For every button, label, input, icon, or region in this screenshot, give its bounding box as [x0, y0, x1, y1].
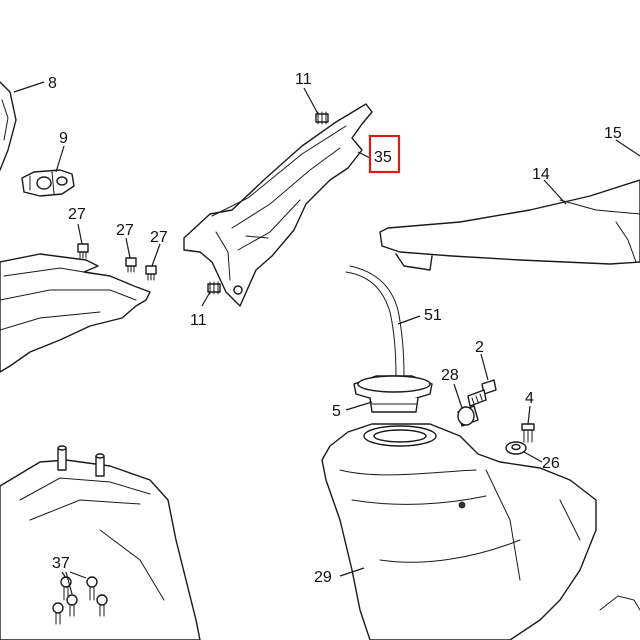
- screw-11-bottom: [207, 281, 221, 295]
- screw-37-d: [96, 594, 108, 617]
- callout-29: 29: [314, 569, 332, 586]
- callout-11-top: 11: [295, 71, 312, 88]
- callout-35: 35: [374, 149, 392, 166]
- breather-hose-51: [345, 265, 405, 377]
- screw-27-a: [77, 243, 89, 259]
- seat-shape: [379, 179, 640, 271]
- callout-15: 15: [604, 125, 622, 142]
- part-8-shape: [0, 81, 17, 171]
- screw-37-c: [66, 594, 78, 617]
- part-35-panel-shape: [183, 103, 373, 307]
- bolt-4: [521, 423, 535, 443]
- leader-lines: [13, 81, 640, 595]
- callout-14: 14: [532, 166, 550, 183]
- fuel-tank-29: [321, 423, 640, 640]
- callout-37: 37: [52, 555, 70, 572]
- callout-27-c: 27: [150, 229, 168, 246]
- washer-26: [505, 441, 527, 455]
- callout-9: 9: [59, 130, 68, 147]
- callout-28: 28: [441, 367, 459, 384]
- callout-4: 4: [525, 390, 534, 407]
- highlight-box-35: [368, 134, 401, 174]
- frame-shape: [0, 445, 201, 640]
- spacer-28: [457, 405, 479, 427]
- screw-37-e: [52, 602, 64, 625]
- bolt-2: [467, 379, 497, 407]
- callout-11-bottom: 11: [190, 312, 207, 329]
- part-9-shape: [21, 169, 75, 197]
- screw-37-b: [86, 576, 98, 601]
- fuel-cap-5: [353, 375, 433, 413]
- callout-5: 5: [332, 403, 341, 420]
- callout-51: 51: [424, 307, 442, 324]
- callout-27-b: 27: [116, 222, 134, 239]
- callout-26: 26: [542, 455, 560, 472]
- left-side-panel-shape: [0, 253, 151, 373]
- screw-11-top: [315, 111, 329, 125]
- callout-8: 8: [48, 75, 57, 92]
- screw-27-b: [125, 257, 137, 273]
- callout-27-a: 27: [68, 206, 86, 223]
- callout-2: 2: [475, 339, 484, 356]
- screw-27-c: [145, 265, 157, 281]
